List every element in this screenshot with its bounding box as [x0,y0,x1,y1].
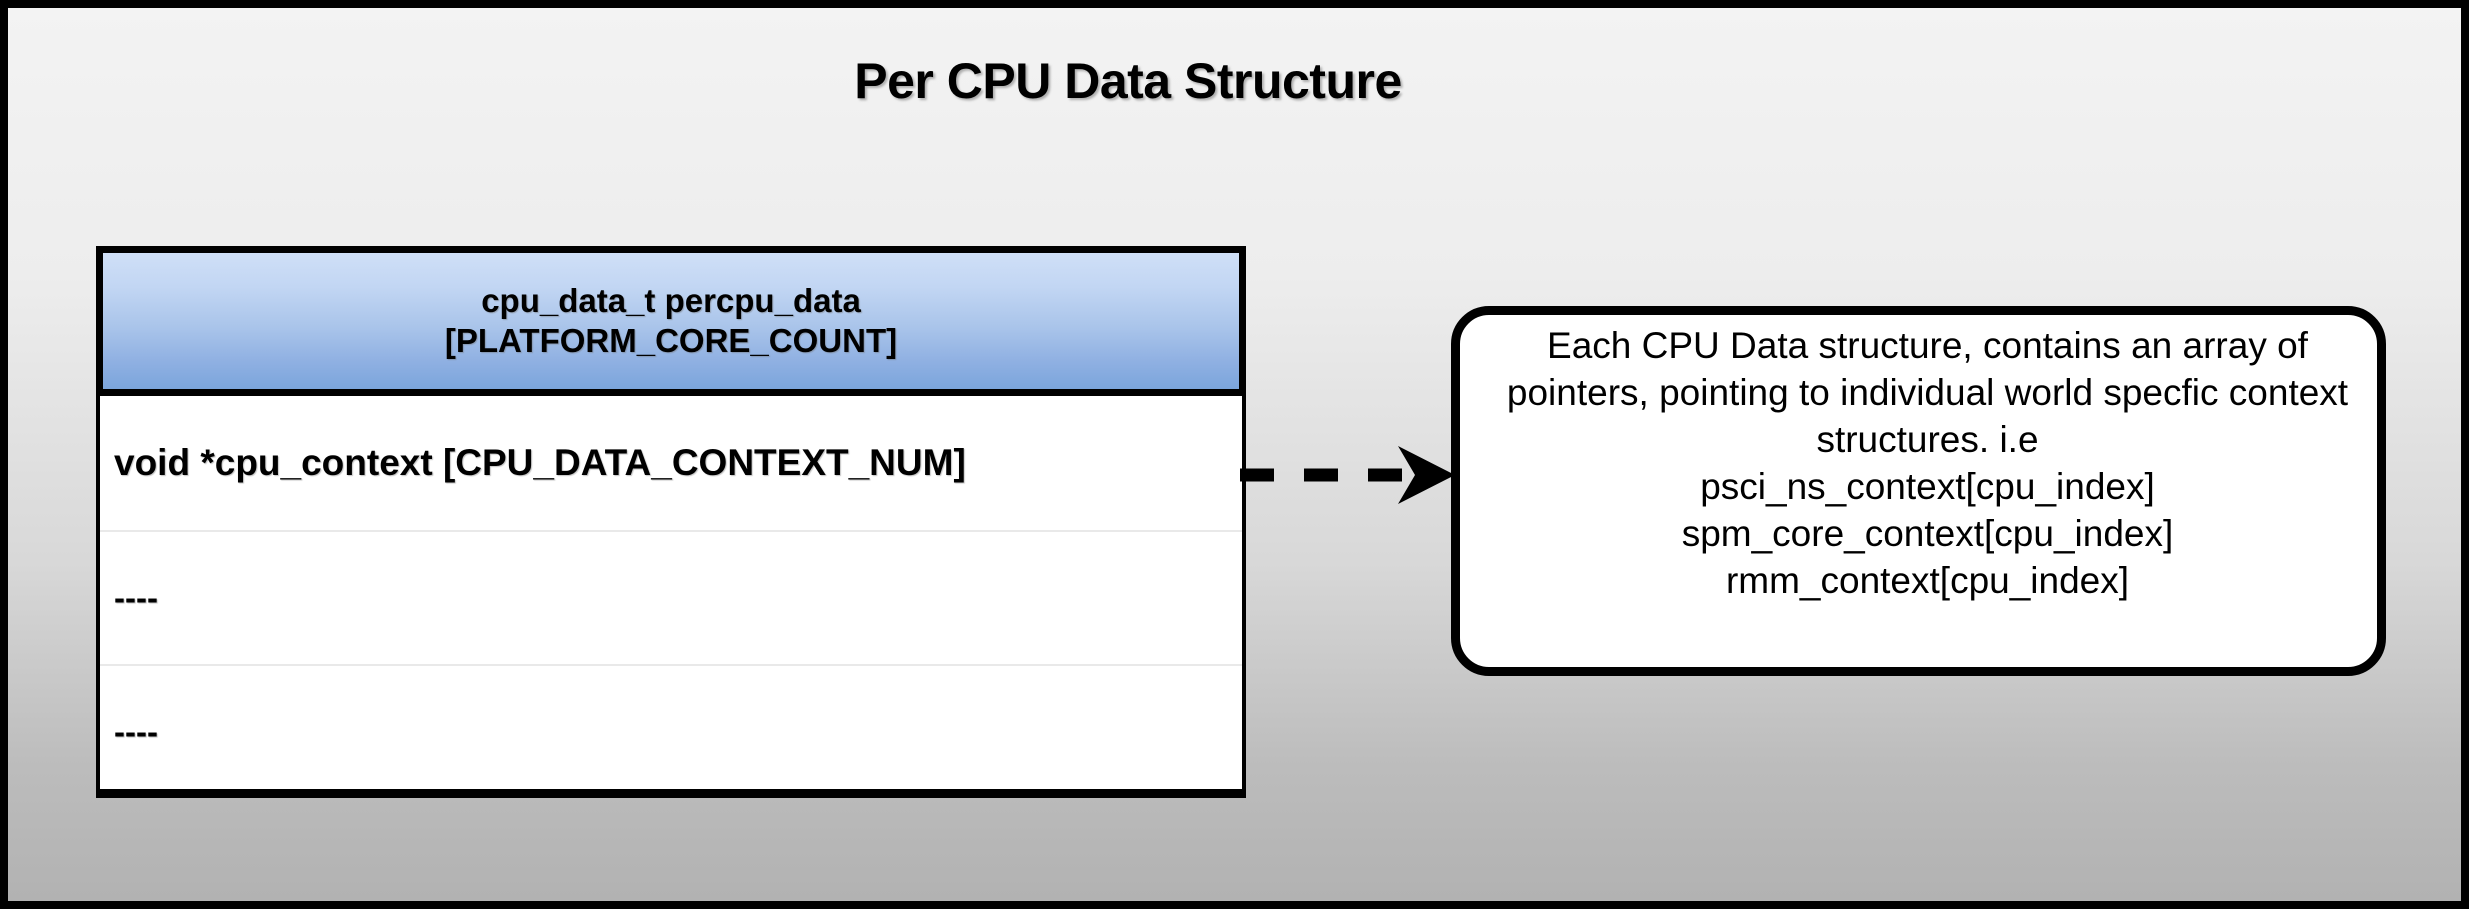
dashed-arrow-connector [1240,440,1465,510]
struct-field-cpu-context: void *cpu_context [CPU_DATA_CONTEXT_NUM] [114,442,966,483]
table-row: ---- [100,530,1242,664]
callout-note: Each CPU Data structure, contains an arr… [1451,306,2386,676]
percpu-data-struct-table: cpu_data_t percpu_data [PLATFORM_CORE_CO… [96,246,1246,798]
callout-note-text: Each CPU Data structure, contains an arr… [1506,325,2349,601]
table-row: void *cpu_context [CPU_DATA_CONTEXT_NUM] [100,396,1242,530]
table-row: ---- [100,664,1242,798]
dashed-arrow-icon [1240,446,1455,504]
struct-table-header: cpu_data_t percpu_data [PLATFORM_CORE_CO… [96,246,1246,396]
struct-header-line-2: [PLATFORM_CORE_COUNT] [444,322,898,359]
struct-header-line-1: cpu_data_t percpu_data [481,282,861,320]
page-title: Per CPU Data Structure [854,53,1402,109]
struct-field-placeholder-2: ---- [114,713,158,750]
struct-field-placeholder-1: ---- [114,579,158,616]
struct-table-body: void *cpu_context [CPU_DATA_CONTEXT_NUM]… [96,396,1246,798]
